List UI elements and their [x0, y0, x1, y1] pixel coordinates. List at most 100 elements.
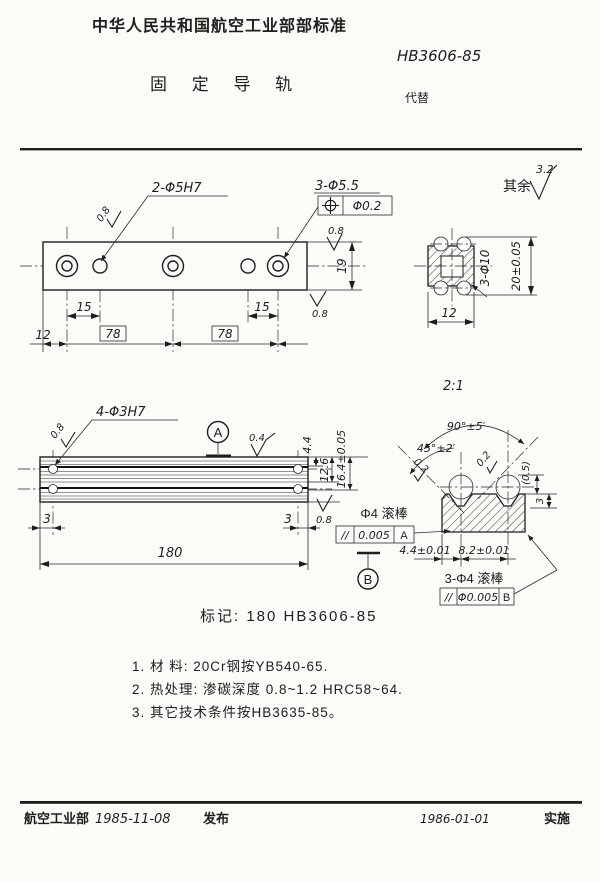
- roughness-check-icon: [106, 210, 122, 229]
- dim-15-left: 15: [76, 300, 91, 314]
- top-view: 2-Φ5H7 0.8 3-Φ5.5 Φ0.2 0.8 15 15: [20, 179, 393, 352]
- dim-height: 20±0.05: [509, 241, 523, 291]
- dim-19: 19: [335, 258, 349, 273]
- roughness-mark: 0.8: [95, 205, 113, 224]
- dim-12: 12: [35, 328, 50, 342]
- datum-a-flag: A: [206, 420, 231, 458]
- counterbore-hole: [161, 254, 185, 278]
- dim-78-right: 78: [217, 327, 233, 341]
- roughness-check-icon: [316, 494, 333, 513]
- dim-8-2-001: 8.2±0.01: [458, 544, 509, 557]
- dim-3-left: 3: [43, 512, 51, 526]
- leader-line: [54, 419, 178, 466]
- groove-lines: [40, 460, 308, 500]
- position-tolerance-frame: Φ0.2: [317, 195, 393, 216]
- dim-180: 180: [158, 546, 183, 561]
- roughness-check-icon: [309, 290, 327, 308]
- dim-16-4: 16.4±0.05: [335, 430, 348, 488]
- issue-label: 发布: [202, 811, 229, 826]
- header-rule: [20, 148, 582, 151]
- roller-circle: [495, 474, 521, 500]
- header: 中华人民共和国航空工业部部标准 HB3606-85 固 定 导 轨 代替 其余 …: [20, 16, 582, 201]
- counterbore-dia-callout: 3-Φ10: [478, 249, 492, 286]
- rest-surfaces-label: 其余: [503, 178, 531, 194]
- rest-roughness-value: 3.2: [536, 163, 554, 176]
- large-holes-callout: 3-Φ5.5: [315, 179, 359, 194]
- roller-callout: Φ4 滚棒: [360, 506, 407, 521]
- dim-4-4-001: 4.4±0.01: [399, 544, 450, 557]
- marking-example: 标记: 180 HB3606-85: [200, 608, 377, 625]
- end-view: 3-Φ10 20±0.05 12 2:1: [414, 228, 537, 394]
- parallelism-datum: B: [503, 592, 510, 604]
- parallelism-symbol: //: [340, 529, 350, 542]
- parallelism-frame-b: // Φ0.005 B: [439, 587, 515, 606]
- groove-roughness-a: 0.2: [475, 450, 494, 469]
- bottom-roughness: 0.8: [316, 515, 332, 526]
- leader-line: [513, 534, 558, 595]
- groove-roughness-b: 0.2: [411, 457, 430, 476]
- dowel-hole: [92, 258, 108, 274]
- rollers3-callout: 3-Φ4 滚棒: [445, 571, 504, 586]
- section-profile: [441, 493, 526, 533]
- angle-construction-line: [397, 445, 467, 516]
- technical-notes: 1. 材 料: 20Cr钢按YB540-65. 2. 热处理: 渗碳深度 0.8…: [132, 659, 403, 720]
- footer: 航空工业部 1985-11-08 发布 1986-01-01 实施: [20, 801, 582, 827]
- parallelism-tolerance: Φ0.005: [458, 591, 498, 604]
- parallelism-tolerance: 0.005: [358, 529, 390, 542]
- note-material: 1. 材 料: 20Cr钢按YB540-65.: [132, 659, 328, 674]
- dowel-hole: [240, 258, 256, 274]
- standard-number: HB3606-85: [397, 47, 481, 65]
- pin-holes-roughness: 0.8: [49, 422, 67, 441]
- pin-hole: [48, 484, 58, 494]
- dim-3-right: 3: [284, 512, 292, 526]
- counterbore-hole: [55, 254, 79, 278]
- angle-45-label: 45°±2′: [417, 442, 456, 455]
- page-title: 固 定 导 轨: [150, 75, 302, 94]
- dim-78-left: 78: [105, 327, 121, 341]
- svg-text:0.8: 0.8: [95, 205, 113, 224]
- detail-section: 90°±5′ 45°±2′ 0.2 0.2 (0.5) 3 4.4±0.01 8…: [335, 420, 558, 606]
- pin-hole: [293, 464, 303, 474]
- small-holes-callout: 2-Φ5H7: [152, 181, 202, 196]
- reference-dim-box: [211, 325, 239, 342]
- angle-90-label: 90°±5′: [447, 420, 486, 433]
- note-other-conditions: 3. 其它技术条件按HB3635-85。: [132, 704, 343, 720]
- pin-hole: [48, 464, 58, 474]
- parallelism-frame-a: // 0.005 A: [335, 525, 415, 544]
- dim-15-right: 15: [254, 300, 269, 314]
- rail-outline: [42, 241, 308, 291]
- reference-dim-box: [99, 325, 127, 342]
- dim-3-step: 3: [535, 498, 546, 504]
- side-view: 4-Φ3H7 0.8 A 0.4 4.4 12.6 16.4±0.05 0.8: [18, 405, 368, 570]
- supersede-label: 代替: [405, 91, 429, 105]
- roller-circle: [448, 474, 474, 500]
- roughness-check-icon: [250, 432, 276, 458]
- standard-org-title: 中华人民共和国航空工业部部标准: [92, 16, 347, 35]
- datum-b-flag: B: [357, 551, 380, 590]
- implementation-date: 1986-01-01: [420, 812, 490, 826]
- roughness-check-icon: [486, 460, 498, 475]
- counterbore-hole: [266, 254, 290, 278]
- parallelism-datum: A: [400, 530, 408, 542]
- datum-a-label: A: [214, 425, 223, 440]
- roughness-check-icon: [326, 233, 343, 252]
- issuing-org: 航空工业部: [24, 811, 89, 826]
- pin-holes-callout: 4-Φ3H7: [96, 405, 146, 420]
- roughness-check-icon: [529, 164, 558, 201]
- position-tolerance-value: Φ0.2: [353, 199, 382, 213]
- side-roughness: 0.8: [312, 309, 328, 320]
- footer-rule: [20, 801, 582, 804]
- pin-hole: [293, 484, 303, 494]
- scale-label: 2:1: [443, 379, 464, 394]
- roughness-check-icon: [413, 468, 427, 482]
- dim-12-6: 12.6: [318, 458, 331, 483]
- note-heat-treatment: 2. 热处理: 渗碳深度 0.8~1.2 HRC58~64.: [132, 682, 403, 697]
- dim-0-5: (0.5): [521, 461, 532, 485]
- rail-side-outline: [39, 456, 309, 503]
- parallelism-symbol: //: [444, 591, 454, 604]
- implementation-label: 实施: [544, 811, 570, 826]
- dim-width: 12: [441, 306, 456, 320]
- dim-4-4: 4.4: [301, 436, 314, 454]
- roughness-check-icon: [60, 431, 76, 449]
